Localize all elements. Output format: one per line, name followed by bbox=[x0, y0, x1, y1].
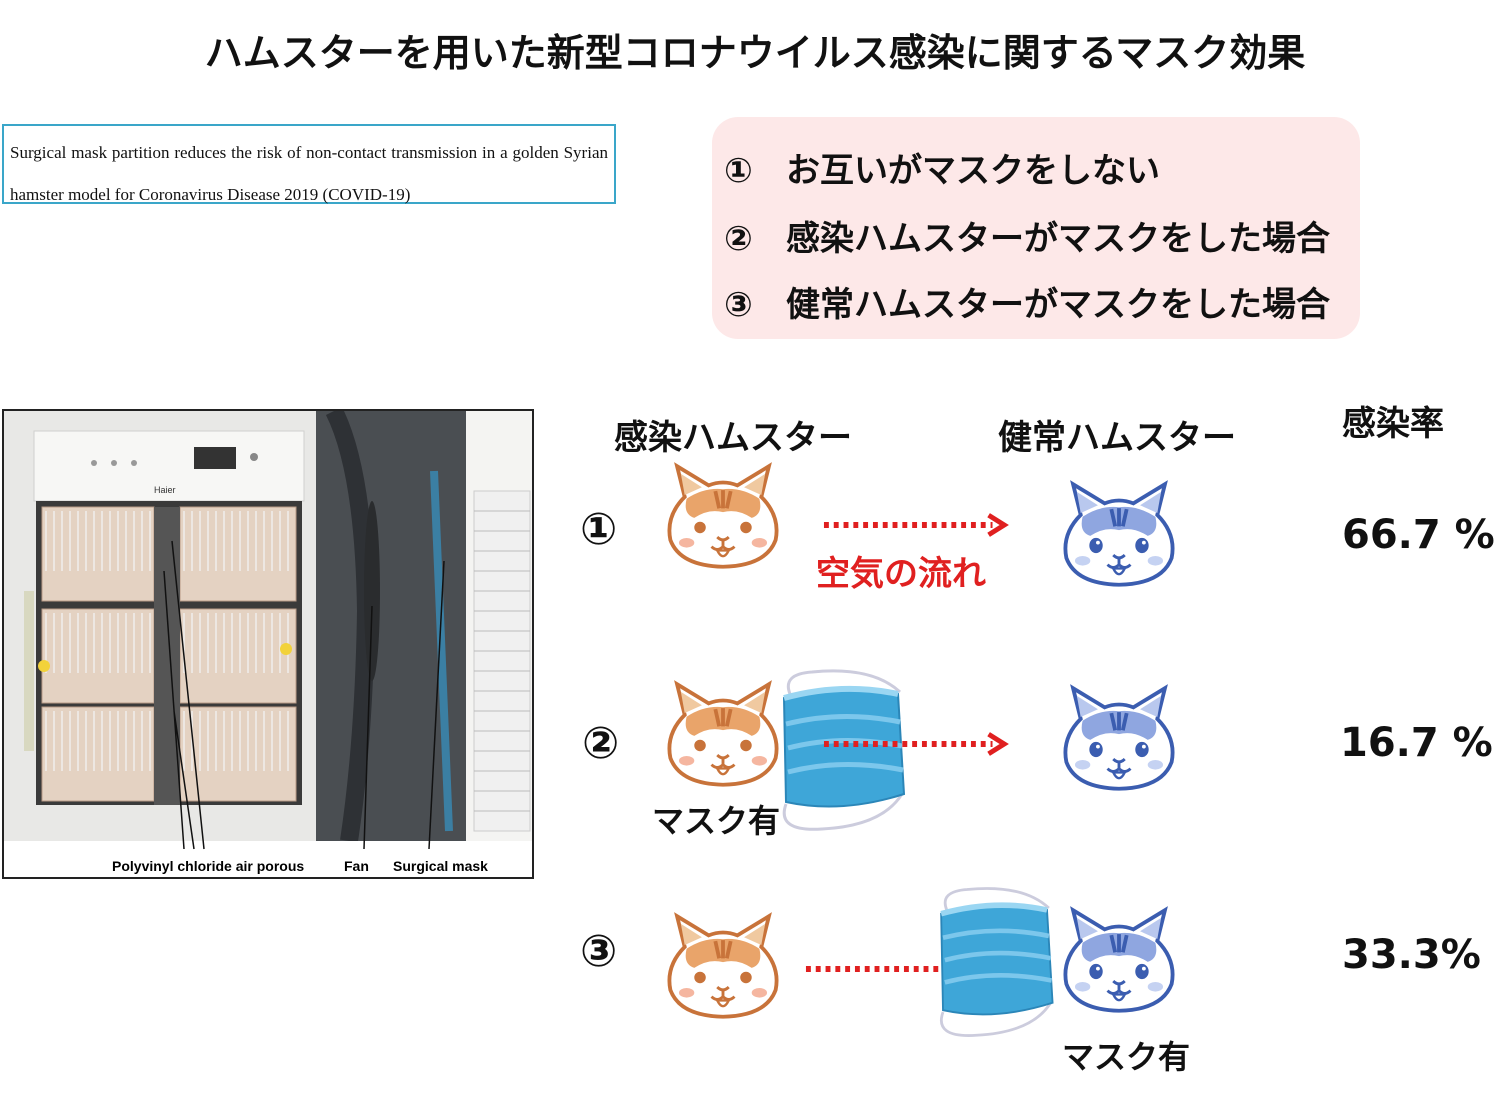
healthy-hamster-icon bbox=[1052, 680, 1186, 796]
row-1-rate: 66.7 % bbox=[1342, 512, 1495, 558]
header-infected-hamster: 感染ハムスター bbox=[614, 418, 852, 458]
row-2-mask-label: マスク有 bbox=[652, 802, 781, 840]
cage-setup-illustration: Haier Polyvinyl chlori bbox=[4, 411, 532, 877]
brand-label: Haier bbox=[154, 485, 176, 495]
paper-title: Surgical mask partition reduces the risk… bbox=[10, 143, 608, 204]
healthy-hamster-icon bbox=[1052, 902, 1186, 1018]
airflow-arrow-icon bbox=[822, 512, 1018, 538]
healthy-hamster-icon bbox=[1052, 476, 1186, 592]
row-3-rate: 33.3% bbox=[1342, 932, 1481, 978]
row-2-number: ② bbox=[582, 718, 620, 769]
condition-3: ③ 健常ハムスターがマスクをした場合 bbox=[724, 277, 1330, 326]
infected-hamster-icon bbox=[656, 458, 790, 574]
pvc-label: Polyvinyl chloride air porous bbox=[112, 858, 304, 874]
condition-number: ① bbox=[724, 151, 753, 191]
row-3-mask-label: マスク有 bbox=[1062, 1038, 1191, 1076]
condition-text: お互いがマスクをしない bbox=[786, 151, 1160, 191]
surgical-mask-label: Surgical mask bbox=[393, 858, 488, 874]
infected-hamster-icon bbox=[656, 908, 790, 1024]
condition-text: 感染ハムスターがマスクをした場合 bbox=[786, 219, 1330, 259]
surgical-mask-icon bbox=[930, 882, 1060, 1040]
conditions-panel: ① お互いがマスクをしない ② 感染ハムスターがマスクをした場合 ③ 健常ハムスターが… bbox=[712, 117, 1360, 339]
fan-label: Fan bbox=[344, 858, 369, 874]
condition-text: 健常ハムスターがマスクをした場合 bbox=[786, 285, 1330, 325]
page-title: ハムスターを用いた新型コロナウイルス感染に関するマスク効果 bbox=[204, 31, 1306, 75]
row-3-number: ③ bbox=[580, 926, 618, 977]
airflow-arrow-icon bbox=[822, 731, 1018, 757]
airflow-label: 空気の流れ bbox=[816, 554, 986, 594]
condition-number: ② bbox=[724, 219, 753, 259]
infected-hamster-icon bbox=[656, 676, 790, 792]
paper-title-box: Surgical mask partition reduces the risk… bbox=[2, 124, 616, 204]
experiment-photo: Haier Polyvinyl chlori bbox=[2, 409, 534, 879]
header-infection-rate: 感染率 bbox=[1342, 404, 1444, 444]
condition-1: ① お互いがマスクをしない bbox=[724, 143, 1160, 192]
header-healthy-hamster: 健常ハムスター bbox=[998, 418, 1236, 458]
condition-2: ② 感染ハムスターがマスクをした場合 bbox=[724, 211, 1330, 260]
row-1-number: ① bbox=[580, 504, 618, 555]
condition-number: ③ bbox=[724, 285, 753, 325]
row-2-rate: 16.7 % bbox=[1340, 720, 1493, 766]
